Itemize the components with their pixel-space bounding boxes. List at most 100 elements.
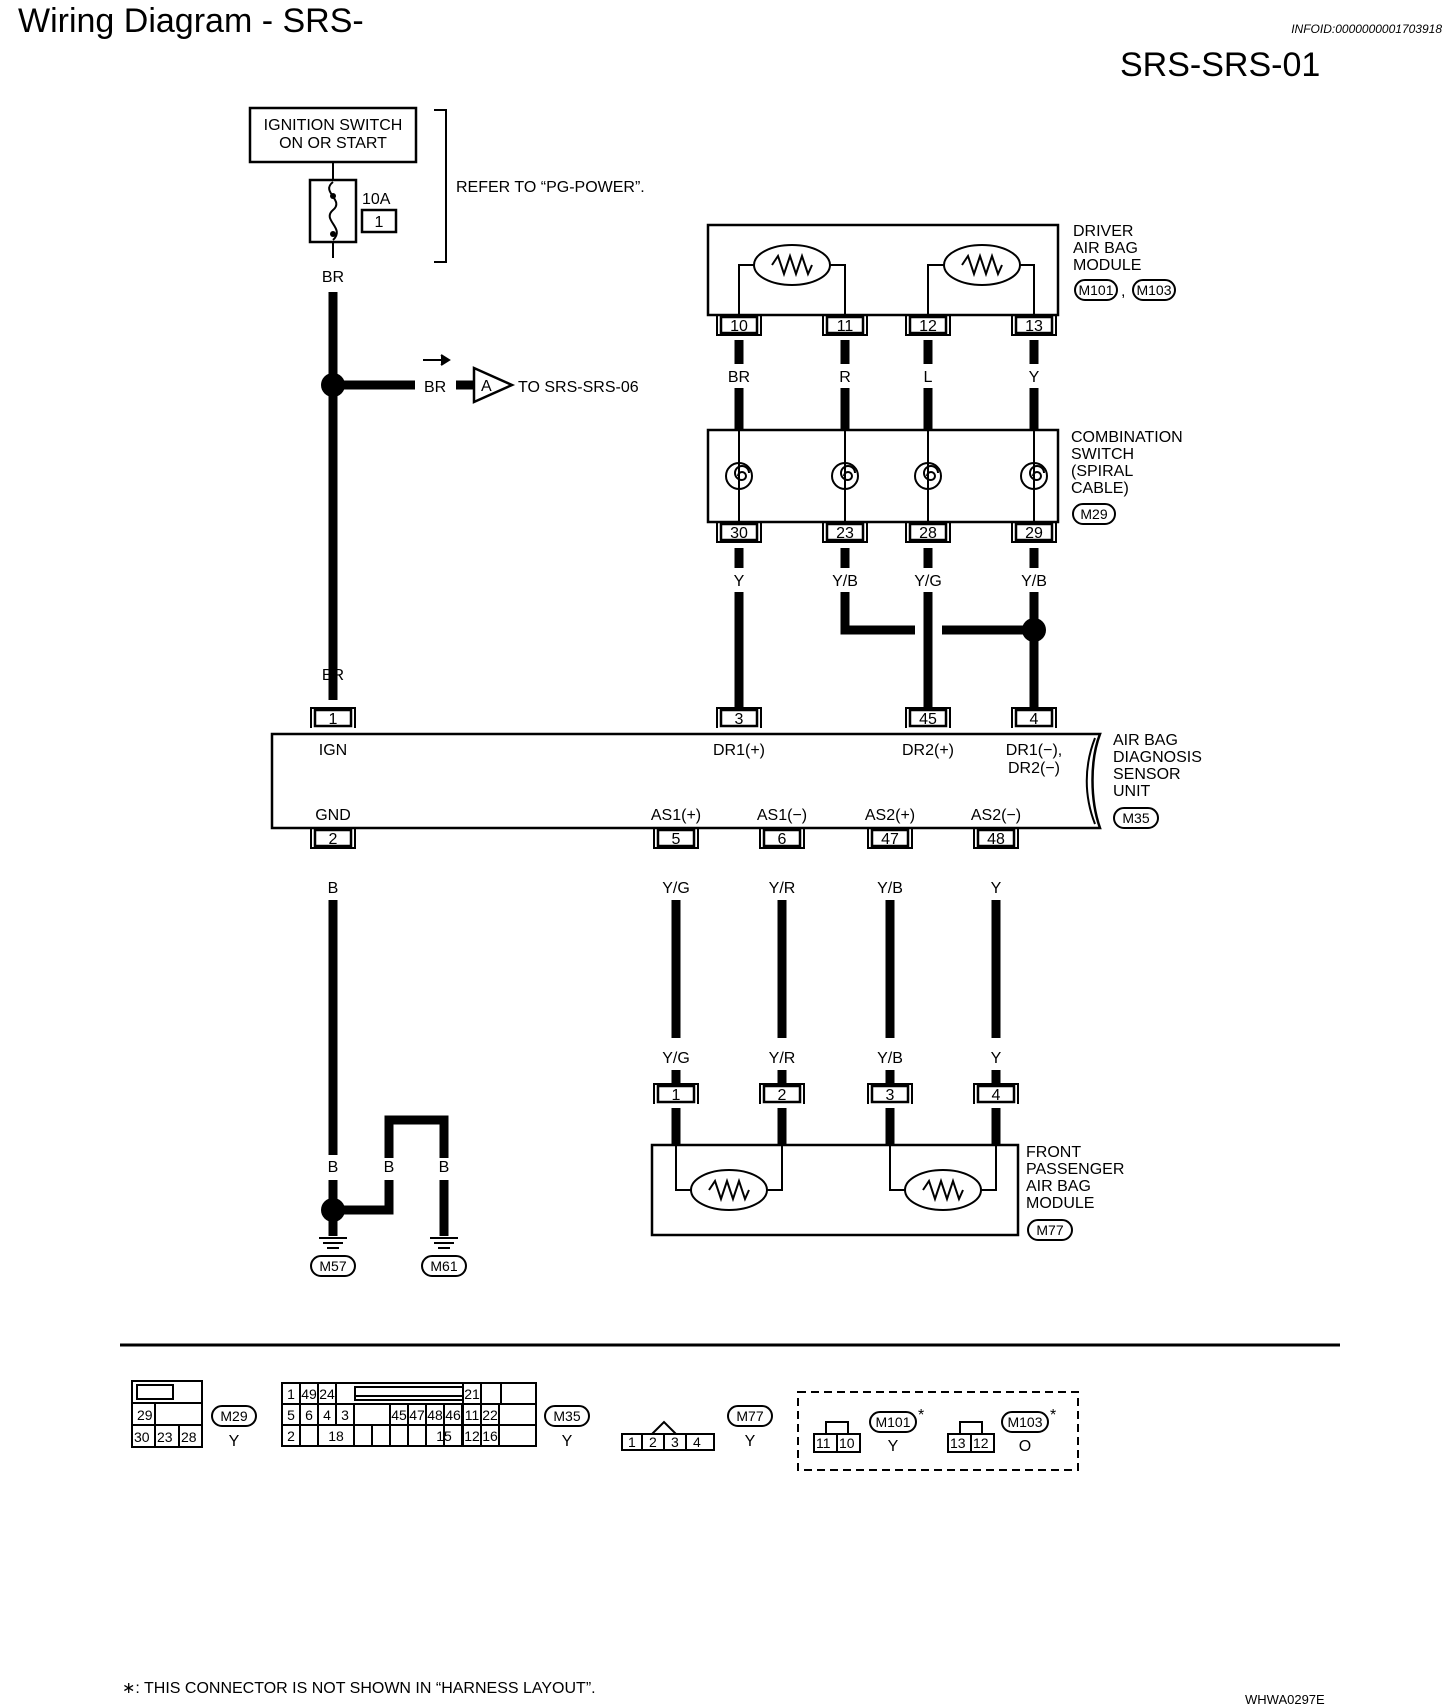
m77-cell-3: 3 xyxy=(671,1434,679,1450)
air-bag-diagnosis-sensor-unit xyxy=(270,732,1102,830)
m103-asterisk: * xyxy=(1050,1407,1056,1424)
ignition-label-1: IGNITION SWITCH xyxy=(264,117,403,134)
connector-view-m29: 29 30 23 28 M29 Y xyxy=(131,1380,257,1450)
fuse-number: 1 xyxy=(375,214,384,231)
m35-r3-4: 16 xyxy=(482,1428,498,1444)
passenger-wire-0: Y/G xyxy=(662,1050,690,1067)
connector-views-dashed-group: 11 10 M101 * Y 13 12 M103 * O xyxy=(797,1391,1079,1471)
sensor-bottom-pin-2-number: 6 xyxy=(778,831,787,848)
diagram-id: SRS-SRS-01 xyxy=(1120,46,1321,84)
driver-pin-2-number: 12 xyxy=(919,318,937,335)
passenger-wire-1: Y/R xyxy=(769,1050,796,1067)
m35-r3-0: 2 xyxy=(287,1428,295,1444)
driver-pin-0: 10 xyxy=(716,315,762,336)
spiral-cable-label: COMBINATION SWITCH (SPIRAL CABLE) M29 xyxy=(1071,429,1183,525)
connector-a-label: A xyxy=(481,378,492,395)
sensor-label-2: DIAGNOSIS xyxy=(1113,749,1202,766)
fuse-10a: 10A 1 xyxy=(308,178,398,244)
connector-m29: M29 xyxy=(1080,506,1107,522)
spiral-label-2: SWITCH xyxy=(1071,446,1134,463)
sensor-label-4: UNIT xyxy=(1113,783,1151,800)
sensor-bottom-wire-3: Y/B xyxy=(877,880,903,897)
driver-label-2: AIR BAG xyxy=(1073,240,1138,257)
sensor-bottom-pin-2: 6 xyxy=(759,828,805,849)
m35-r1-2: 24 xyxy=(319,1386,335,1402)
m103-color: O xyxy=(1019,1438,1031,1455)
connector-view-m77: 1 2 3 4 M77 Y xyxy=(621,1405,773,1451)
passenger-pin-0-number: 1 xyxy=(672,1087,681,1104)
passenger-module-label: FRONT PASSENGER AIR BAG MODULE M77 xyxy=(1026,1144,1124,1241)
m35-r2-0: 5 xyxy=(287,1407,295,1423)
spiral-label-3: (SPIRAL xyxy=(1071,463,1133,480)
front-passenger-air-bag-module xyxy=(650,1143,1020,1237)
spiral-pin-3: 29 xyxy=(1011,522,1057,543)
driver-module-label: DRIVER AIR BAG MODULE M101 , M103 xyxy=(1073,223,1176,301)
m29-cell-30: 30 xyxy=(134,1429,150,1445)
sensor-bottom-wire-1: Y/G xyxy=(662,880,690,897)
m29-cell-28: 28 xyxy=(181,1429,197,1445)
passenger-pin-1-number: 2 xyxy=(778,1087,787,1104)
ground-m57: M57 xyxy=(319,1258,346,1274)
m77-id: M77 xyxy=(736,1408,763,1424)
sensor-bottom-pin-3: 47 xyxy=(867,828,913,849)
sensor-top-pin-2: 45 xyxy=(905,707,951,728)
footnote: ∗: THIS CONNECTOR IS NOT SHOWN IN “HARNE… xyxy=(122,1680,596,1697)
passenger-label-1: FRONT xyxy=(1026,1144,1081,1161)
m35-r3-1: 18 xyxy=(328,1428,344,1444)
sensor-top-pin-3: 4 xyxy=(1011,707,1057,728)
sensor-unit-label: AIR BAG DIAGNOSIS SENSOR UNIT M35 xyxy=(1113,732,1202,829)
connector-m77: M77 xyxy=(1036,1222,1063,1238)
driver-pin-2: 12 xyxy=(905,315,951,336)
m101-cell-11: 11 xyxy=(816,1435,831,1451)
terminal-ign: IGN xyxy=(319,742,347,759)
connector-a-arrow: A xyxy=(472,366,516,404)
terminal-as1-plus: AS1(+) xyxy=(651,807,701,824)
sensor-top-pin-3-number: 4 xyxy=(1030,711,1039,728)
ground-symbol-m57: M57 xyxy=(310,1237,356,1277)
sensor-bottom-wire-4: Y xyxy=(991,880,1002,897)
sensor-label-3: SENSOR xyxy=(1113,766,1181,783)
m103-cell-13: 13 xyxy=(950,1435,966,1451)
spiral-label-1: COMBINATION xyxy=(1071,429,1183,446)
driver-air-bag-module xyxy=(706,223,1060,317)
m77-cell-1: 1 xyxy=(628,1434,636,1450)
terminal-as1-minus: AS1(−) xyxy=(757,807,807,824)
passenger-wire-2: Y/B xyxy=(877,1050,903,1067)
passenger-wire-3: Y xyxy=(991,1050,1002,1067)
passenger-label-3: AIR BAG xyxy=(1026,1178,1091,1195)
passenger-pin-3: 4 xyxy=(973,1083,1019,1104)
m35-r2-6: 48 xyxy=(427,1407,443,1423)
connector-separator: , xyxy=(1121,283,1125,300)
driver-wire-2: L xyxy=(924,369,933,386)
wire-br-bottom: BR xyxy=(322,667,344,684)
ground-wire-3: B xyxy=(439,1159,450,1176)
sensor-top-pin-2-number: 45 xyxy=(919,711,937,728)
ignition-switch: IGNITION SWITCH ON OR START xyxy=(248,106,418,164)
sensor-top-pin-1-number: 3 xyxy=(735,711,744,728)
m103-id: M103 xyxy=(1007,1414,1042,1430)
m101-id: M101 xyxy=(875,1414,910,1430)
driver-pin-1: 11 xyxy=(822,315,868,336)
passenger-pin-2: 3 xyxy=(867,1083,913,1104)
terminal-dr1-minus: DR1(−), xyxy=(1006,742,1062,759)
ground-symbol-m61: M61 xyxy=(421,1237,467,1277)
spiral-pin-0: 30 xyxy=(716,522,762,543)
m101-cell-10: 10 xyxy=(839,1435,855,1451)
terminal-dr1-plus: DR1(+) xyxy=(713,742,765,759)
m103-cell-12: 12 xyxy=(973,1435,989,1451)
sensor-bottom-pin-1-number: 5 xyxy=(672,831,681,848)
m29-id: M29 xyxy=(220,1408,247,1424)
sensor-bottom-pin-4: 48 xyxy=(973,828,1019,849)
refer-text: REFER TO “PG-POWER”. xyxy=(456,179,645,196)
ground-wire-2: B xyxy=(384,1159,395,1176)
m29-color: Y xyxy=(229,1433,240,1450)
m35-id: M35 xyxy=(553,1408,580,1424)
connector-m35: M35 xyxy=(1122,810,1149,826)
wire-br-branch: BR xyxy=(424,379,446,396)
splice-dot xyxy=(321,1198,345,1222)
m35-r2-2: 4 xyxy=(323,1407,331,1423)
driver-wire-0: BR xyxy=(728,369,750,386)
connector-m101: M101 xyxy=(1078,282,1113,298)
m35-r2-1: 6 xyxy=(305,1407,313,1423)
